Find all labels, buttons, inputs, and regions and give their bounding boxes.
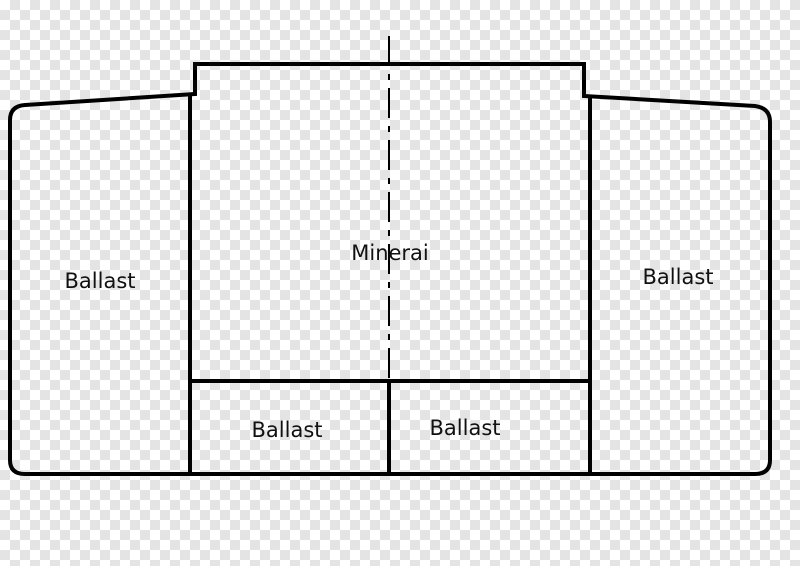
bottom-right-tank-label: Ballast: [430, 416, 501, 440]
central-hold-label: Minerai: [351, 241, 429, 265]
left-wing-tank-label: Ballast: [65, 269, 136, 293]
bottom-left-tank-label: Ballast: [252, 418, 323, 442]
right-wing-tank-label: Ballast: [643, 265, 714, 289]
hull-outline: [8, 62, 772, 476]
